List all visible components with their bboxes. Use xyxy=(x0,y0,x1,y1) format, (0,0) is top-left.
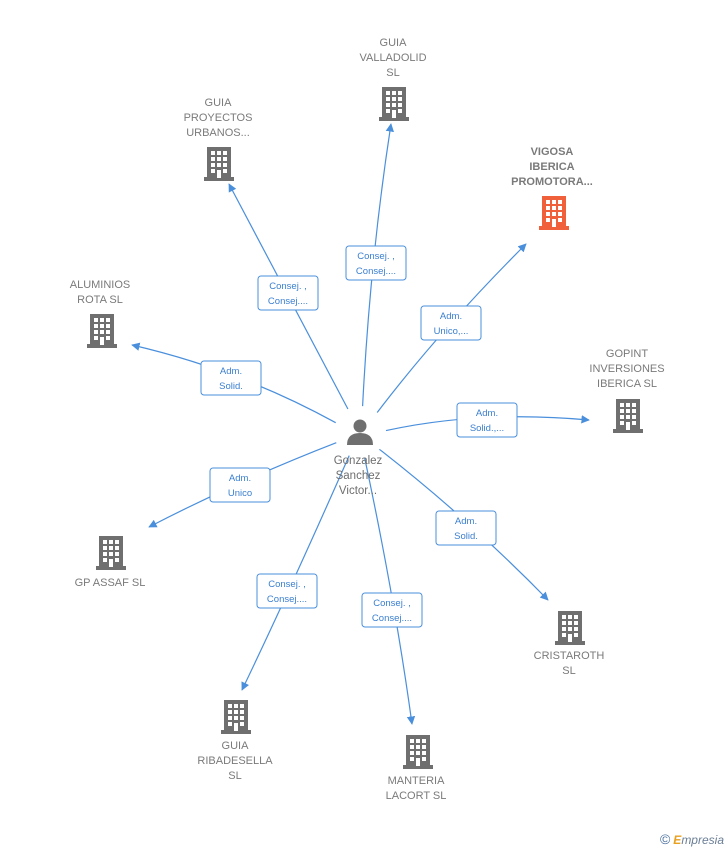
role-badge-text: Consej. , xyxy=(269,281,307,292)
company-label: ALUMINIOS xyxy=(70,279,131,291)
building-icon xyxy=(555,611,585,645)
role-badge-aluminios-rota[interactable]: Adm. Solid. xyxy=(200,360,262,396)
company-label: GP ASSAF SL xyxy=(75,577,146,589)
building-icon xyxy=(87,314,117,348)
company-label: SL xyxy=(562,665,575,677)
role-badge-box xyxy=(361,592,423,628)
role-badge-text: Solid. xyxy=(219,381,243,392)
company-label: GUIA xyxy=(222,740,250,752)
person-node[interactable]: GonzalezSanchezVictor... xyxy=(334,419,383,498)
company-label: PROMOTORA... xyxy=(511,176,593,188)
role-badge-vigosa[interactable]: Adm. Unico,... xyxy=(420,305,482,341)
role-badge-text: Consej. , xyxy=(357,251,395,262)
role-badge-box xyxy=(257,275,319,311)
company-node-aluminios-rota[interactable]: ALUMINIOS ROTA SL xyxy=(70,279,131,348)
person-label: Victor... xyxy=(339,485,377,497)
company-node-manteria-lacort[interactable]: MANTERIA LACORT SL xyxy=(386,735,447,802)
person-label: Sanchez xyxy=(336,470,381,482)
role-badge-text: Adm. xyxy=(476,408,498,419)
company-label: GUIA xyxy=(380,37,408,49)
nodes: GUIA VALLADOLID SL GUIA PROYECTOS URBANOS... V… xyxy=(70,37,665,802)
company-node-guia-ribadesella[interactable]: GUIA RIBADESELLA SL xyxy=(197,700,273,782)
company-label: VIGOSA xyxy=(531,146,574,158)
building-icon xyxy=(221,700,251,734)
company-node-gp-assaf[interactable]: GP ASSAF SL xyxy=(75,536,146,589)
company-label: SL xyxy=(386,67,399,79)
copyright-icon: © xyxy=(659,831,671,847)
company-label: GUIA xyxy=(205,97,233,109)
company-node-gopint[interactable]: GOPINT INVERSIONES IBERICA SL xyxy=(589,348,665,433)
company-label: MANTERIA xyxy=(388,775,446,787)
company-label: RIBADESELLA xyxy=(197,755,273,767)
role-badge-box xyxy=(420,305,482,341)
role-badge-guia-ribadesella[interactable]: Consej. , Consej.... xyxy=(256,573,318,609)
role-badge-text: Adm. xyxy=(220,366,242,377)
brand-initial: E xyxy=(673,833,682,847)
role-badge-text: Consej.... xyxy=(268,296,308,307)
company-label: GOPINT xyxy=(606,348,648,360)
role-badge-gp-assaf[interactable]: Adm. Unico xyxy=(209,467,271,503)
role-badge-box xyxy=(200,360,262,396)
role-badge-text: Consej.... xyxy=(267,594,307,605)
role-badge-text: Unico xyxy=(228,488,252,499)
role-badge-text: Solid.,... xyxy=(470,423,504,434)
role-badge-text: Consej. , xyxy=(373,598,411,609)
building-icon xyxy=(539,196,569,230)
role-badge-text: Adm. xyxy=(440,311,462,322)
role-badge-guia-valladolid[interactable]: Consej. , Consej.... xyxy=(345,245,407,281)
building-icon xyxy=(379,87,409,121)
company-label: URBANOS... xyxy=(186,127,250,139)
role-badge-text: Consej. , xyxy=(268,579,306,590)
company-node-guia-proyectos[interactable]: GUIA PROYECTOS URBANOS... xyxy=(184,97,253,181)
company-label: IBERICA xyxy=(529,161,574,173)
brand-name: mpresia xyxy=(681,833,724,847)
company-label: CRISTAROTH xyxy=(534,650,605,662)
role-badge-box xyxy=(256,573,318,609)
company-label: SL xyxy=(228,770,241,782)
company-node-guia-valladolid[interactable]: GUIA VALLADOLID SL xyxy=(359,37,427,121)
company-node-cristaroth[interactable]: CRISTAROTH SL xyxy=(534,611,605,677)
person-icon xyxy=(347,419,373,445)
empresia-watermark[interactable]: ©Empresia xyxy=(660,831,724,847)
edge-manteria-lacort xyxy=(364,457,416,725)
role-badge-text: Adm. xyxy=(229,473,251,484)
role-badge-text: Solid. xyxy=(454,531,478,542)
role-badge-box xyxy=(456,402,518,438)
building-icon xyxy=(96,536,126,570)
company-label: VALLADOLID xyxy=(359,52,426,64)
company-label: ROTA SL xyxy=(77,294,123,306)
role-badge-box xyxy=(435,510,497,546)
role-badge-text: Consej.... xyxy=(372,613,412,624)
building-icon xyxy=(403,735,433,769)
building-icon xyxy=(204,147,234,181)
role-badge-gopint[interactable]: Adm. Solid.,... xyxy=(456,402,518,438)
role-badge-manteria-lacort[interactable]: Consej. , Consej.... xyxy=(361,592,423,628)
company-label: PROYECTOS xyxy=(184,112,253,124)
company-label: LACORT SL xyxy=(386,790,447,802)
company-node-vigosa[interactable]: VIGOSA IBERICA PROMOTORA... xyxy=(511,146,593,230)
role-badge-text: Consej.... xyxy=(356,266,396,277)
role-badge-text: Adm. xyxy=(455,516,477,527)
company-label: INVERSIONES xyxy=(589,363,664,375)
role-badges: Consej. , Consej.... Consej. , Consej.... Ad… xyxy=(200,245,518,628)
company-label: IBERICA SL xyxy=(597,378,657,390)
role-badge-box xyxy=(345,245,407,281)
role-badge-guia-proyectos[interactable]: Consej. , Consej.... xyxy=(257,275,319,311)
role-badge-text: Unico,... xyxy=(434,326,469,337)
role-badge-box xyxy=(209,467,271,503)
role-badge-cristaroth[interactable]: Adm. Solid. xyxy=(435,510,497,546)
building-icon xyxy=(613,399,643,433)
person-label: Gonzalez xyxy=(334,455,383,467)
